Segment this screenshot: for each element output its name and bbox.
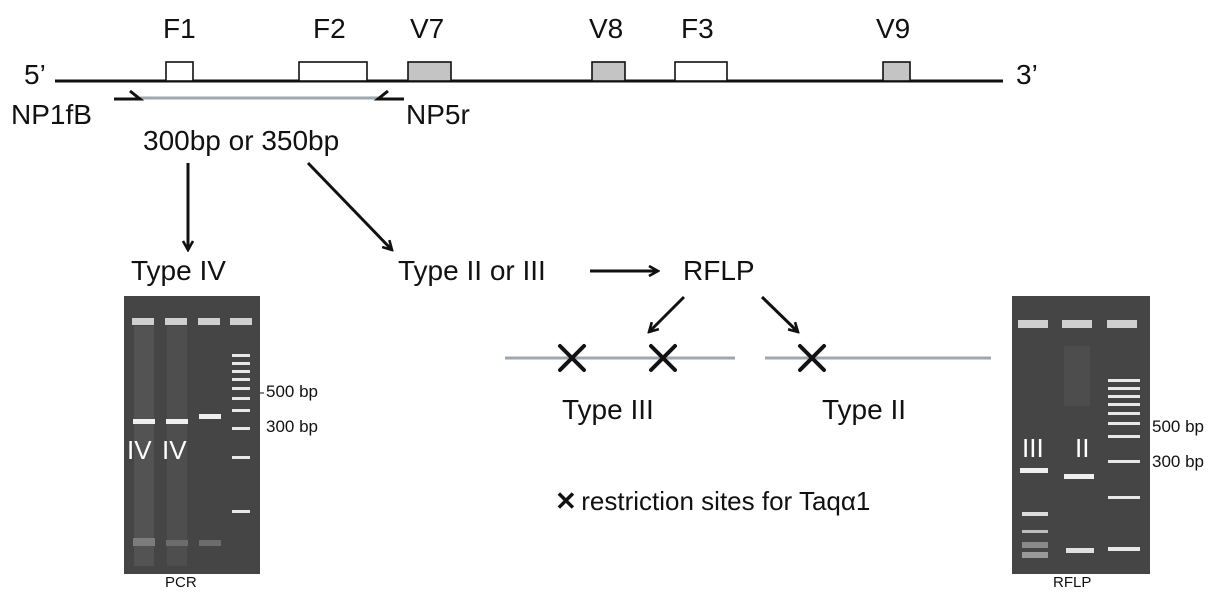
rflp-lane-label-1: III — [1022, 433, 1044, 463]
exon-label-f3: F3 — [681, 13, 714, 44]
reverse-primer-arrow — [373, 89, 404, 101]
arrow-to-type-ii-iii — [306, 161, 392, 250]
arrow-to-type-iii — [649, 295, 686, 332]
legend: ✕ restriction sites for Taqα1 — [555, 488, 870, 514]
reverse-primer-label: NP5r — [406, 99, 470, 130]
forward-primer-arrow — [114, 89, 145, 101]
type-ii-label: Type II — [822, 394, 907, 425]
exon-box-f2 — [298, 61, 368, 82]
pcr-gel-bands — [132, 318, 252, 566]
rflp-marker-500-label: 500 bp — [1152, 417, 1204, 436]
exon-box-v8 — [591, 61, 626, 82]
exon-label-v9: V9 — [876, 13, 911, 44]
exon-box-f1 — [165, 61, 194, 82]
amplicon-size-label: 300bp or 350bp — [143, 125, 340, 156]
three-prime-label: 3’ — [1016, 59, 1038, 90]
rflp-gel-caption: RFLP — [1053, 574, 1092, 591]
arrow-to-type-ii — [760, 295, 798, 332]
exon-box-v7 — [407, 61, 452, 82]
pcr-marker-300-label: 300 bp — [266, 417, 318, 436]
rflp-lane-label-2: II — [1075, 433, 1090, 463]
exon-label-v7: V7 — [410, 13, 445, 44]
type-ii-or-iii-label: Type II or III — [398, 255, 546, 286]
type-iv-label: Type IV — [131, 255, 226, 286]
rflp-gel-image — [1012, 296, 1150, 574]
restriction-site-mark — [558, 344, 586, 372]
exon-label-v8: V8 — [589, 13, 624, 44]
five-prime-label: 5’ — [24, 59, 46, 90]
pcr-gel-caption: PCR — [165, 574, 197, 591]
pcr-lane-label-1: IV — [127, 435, 152, 465]
type-iii-label: Type III — [562, 394, 654, 425]
pcr-marker-500-label: 500 bp — [266, 382, 318, 401]
rflp-gel-bands — [1018, 320, 1140, 558]
pcr-gel-image — [124, 296, 260, 574]
exon-label-f2: F2 — [313, 13, 346, 44]
exon-label-f1: F1 — [163, 13, 196, 44]
restriction-site-mark — [798, 344, 826, 372]
exon-box-v9 — [882, 61, 911, 82]
legend-text: restriction sites for Taqα1 — [581, 486, 871, 516]
rflp-marker-300-label: 300 bp — [1152, 452, 1204, 471]
rflp-label: RFLP — [683, 255, 755, 286]
legend-restriction-icon: ✕ — [555, 486, 577, 516]
forward-primer-label: NP1fB — [11, 99, 92, 130]
pcr-lane-label-2: IV — [162, 435, 187, 465]
restriction-site-mark — [649, 344, 677, 372]
exon-box-f3 — [674, 61, 728, 82]
